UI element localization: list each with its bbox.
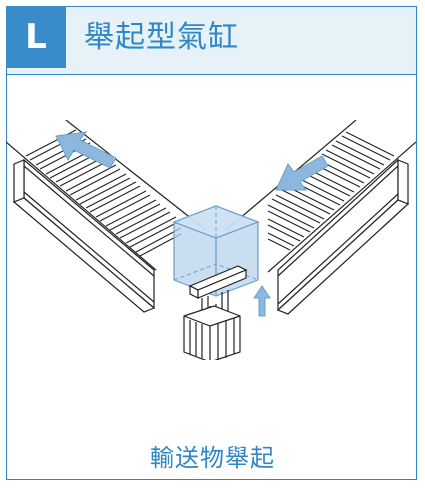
right-conveyor [225,120,416,315]
lift-cylinder-illustration [6,120,416,360]
caption: 輸送物舉起 [150,444,275,472]
page-title: 舉起型氣缸 [84,20,239,55]
arrow-down-left-icon [275,155,329,191]
left-conveyor [6,120,207,313]
arrow-up-icon [253,285,271,317]
cylinder-icon [183,290,241,360]
lift-plate [188,265,248,299]
arrow-up-left-icon [55,131,117,169]
category-badge: L [6,6,66,68]
header-bar [7,7,416,75]
